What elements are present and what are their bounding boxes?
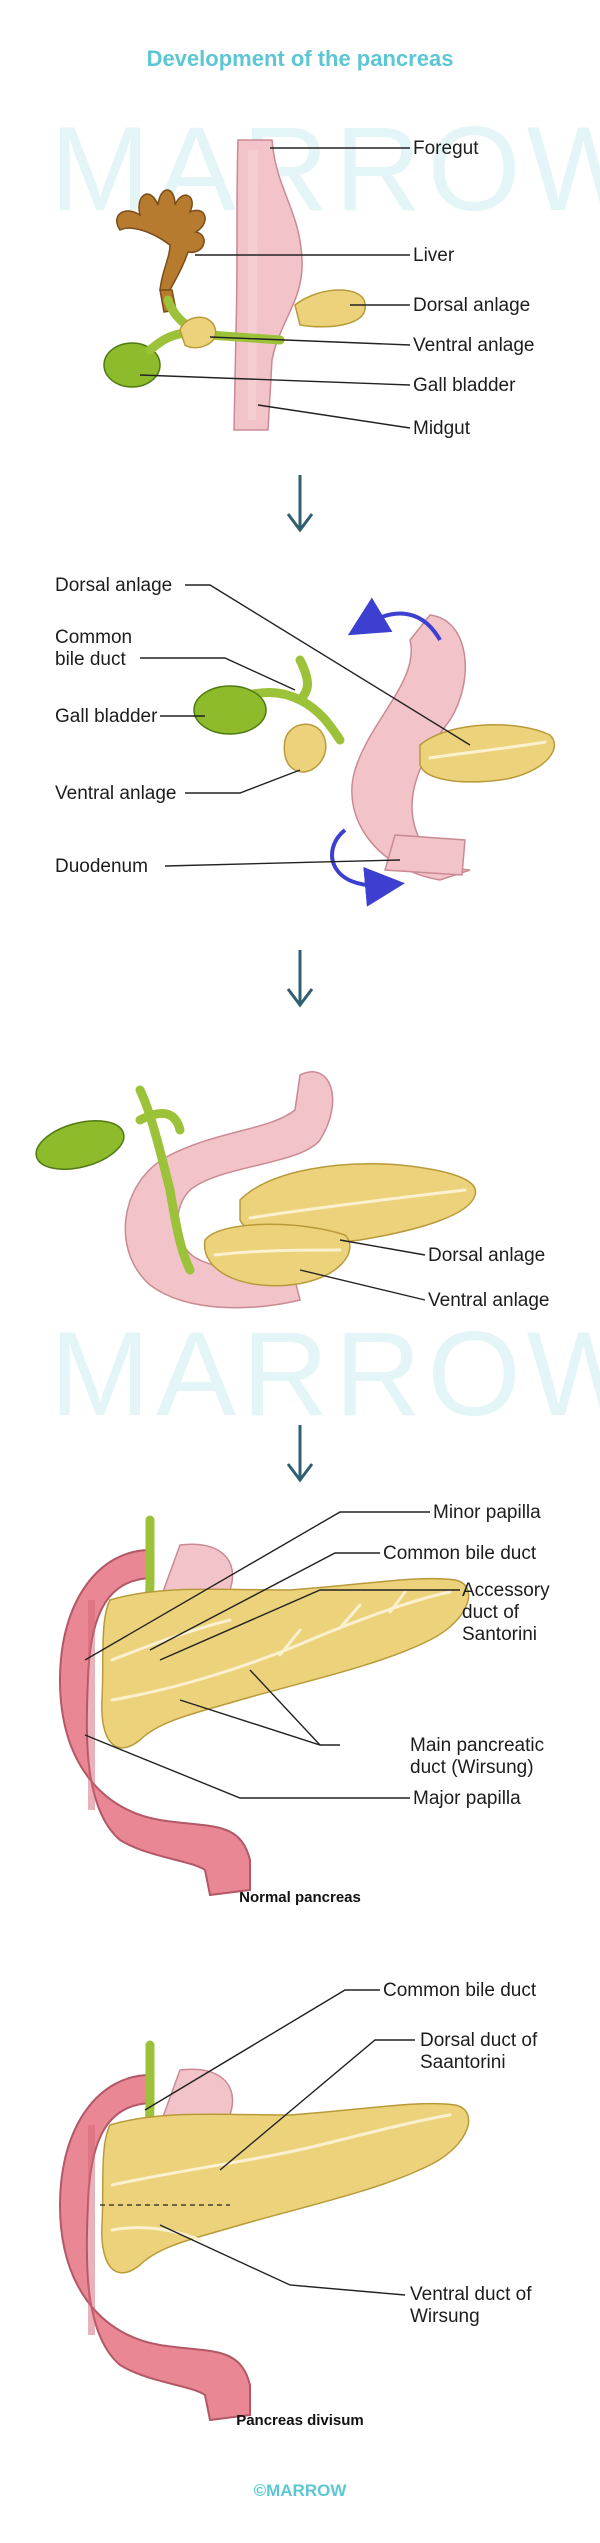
label-common-bile-duct-4: Common bile duct [383,1543,537,1564]
label-common-bile-duct-2a: Common [55,627,132,648]
label-midgut: Midgut [413,418,471,439]
ventral-anlage-fused [203,1223,351,1287]
rotation-arrow-top [347,597,442,642]
gall-bladder-rotating [193,685,267,735]
label-foregut: Foregut [413,138,479,159]
label-dorsal-anlage-3: Dorsal anlage [428,1245,545,1266]
ventral-anlage-rotating [283,723,327,773]
label-duodenum-2: Duodenum [55,856,148,877]
panel-rotation-stage: Dorsal anlage Common bile duct Gall blad… [55,575,556,907]
label-ventral-anlage-3: Ventral anlage [428,1290,550,1311]
caption-pancreas-divisum: Pancreas divisum [236,2412,364,2429]
pancreas-divisum [101,2102,470,2274]
caption-normal-pancreas: Normal pancreas [239,1889,361,1906]
label-accessory-duct-a: Accessory [462,1580,550,1601]
dorsal-anlage-rotating [419,724,556,783]
label-dorsal-anlage-2: Dorsal anlage [55,575,172,596]
label-accessory-duct-c: Santorini [462,1624,537,1645]
page-title: Development of the pancreas [147,46,454,71]
label-gall-bladder: Gall bladder [413,375,516,396]
panel-normal-pancreas: Minor papilla Common bile duct Accessory… [58,1502,550,1906]
gall-bladder-bud [103,342,161,388]
label-gall-bladder-2: Gall bladder [55,706,158,727]
label-ventral-duct-b: Wirsung [410,2306,480,2327]
panel-pancreas-divisum: Common bile duct Dorsal duct of Saantori… [58,1980,538,2429]
label-ventral-anlage-2: Ventral anlage [55,783,177,804]
panel-fusion-stage: Dorsal anlage Ventral anlage [35,1071,550,1311]
label-main-duct-a: Main pancreatic [410,1735,544,1756]
label-minor-papilla: Minor papilla [433,1502,541,1523]
pancreas-normal [101,1577,470,1749]
footer-brand: ©MARROW [254,2481,348,2500]
label-dorsal-anlage: Dorsal anlage [413,295,530,316]
label-ventral-duct-a: Ventral duct of [410,2284,532,2305]
watermark-middle: MARROW [50,1307,600,1441]
label-accessory-duct-b: duct of [462,1602,520,1623]
panel-foregut-stage: Foregut Liver Dorsal anlage Ventral anla… [103,138,535,439]
duodenum-loop [351,614,471,881]
down-arrow-2 [286,950,314,1008]
label-major-papilla: Major papilla [413,1788,521,1809]
rotation-arrow-bottom [330,828,405,907]
label-common-bile-duct-2b: bile duct [55,649,126,670]
down-arrow-1 [286,475,314,533]
dorsal-anlage-bud [294,289,366,328]
label-liver: Liver [413,245,455,266]
gall-bladder-fused [35,1120,125,1170]
label-common-bile-duct-5: Common bile duct [383,1980,537,2001]
label-main-duct-b: duct (Wirsung) [410,1757,534,1778]
label-dorsal-duct-a: Dorsal duct of [420,2030,538,2051]
ventral-anlage-bud [179,316,217,349]
label-dorsal-duct-b: Saantorini [420,2052,506,2073]
down-arrow-3 [286,1425,314,1483]
label-ventral-anlage: Ventral anlage [413,335,535,356]
